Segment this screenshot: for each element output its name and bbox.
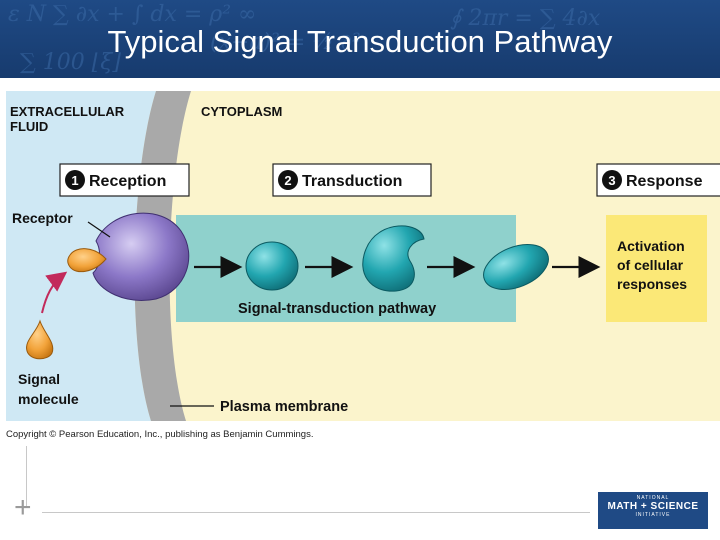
response-label: Activation of cellular responses [617,238,689,292]
logo-line-2: MATH + SCIENCE [607,501,699,512]
step-response: 3 Response [596,163,720,197]
step-label: Transduction [302,173,402,190]
receptor-protein [92,212,190,301]
receptor-label: Receptor [12,210,73,226]
logo-line-1: NATIONAL [636,495,670,501]
formula-decoration: ε N ∑ ∂x + ∫ dx = ρ² ∞ [8,2,257,27]
cytoplasm-label: CYTOPLASM [201,104,282,119]
signal-molecule [26,319,54,360]
extracellular-label: EXTRACELLULAR FLUID [10,104,128,134]
step-label: Response [626,173,703,190]
step-number: 2 [284,173,291,188]
step-number: 3 [608,173,615,188]
step-number: 1 [71,173,78,188]
formula-decoration: ∮ 2πr = ∑ 4∂x [450,6,601,31]
logo-line-3: INITIATIVE [635,512,671,518]
step-transduction: 2 Transduction [272,163,432,197]
membrane-label: Plasma membrane [220,399,348,415]
decor-horizontal-line [42,512,590,513]
response-line-3: responses [617,276,687,292]
signal-line-2: molecule [18,391,79,407]
pathway-label: Signal-transduction pathway [238,301,436,317]
step-label: Reception [89,173,166,190]
bound-signal-molecule [67,248,107,273]
extracellular-line-2: FLUID [10,119,48,134]
signal-line-1: Signal [18,371,60,387]
plus-icon: + [14,491,32,524]
receptor-pointer [87,221,111,238]
signal-label: Signal molecule [18,371,79,407]
relay-molecule-1 [245,241,299,291]
extracellular-line-1: EXTRACELLULAR [10,104,125,119]
copyright-notice: Copyright © Pearson Education, Inc., pub… [6,429,314,440]
slide-title: Typical Signal Transduction Pathway [107,24,613,59]
response-line-1: Activation [617,238,685,254]
relay-molecule-2 [362,225,425,292]
step-reception: 1 Reception [59,163,190,197]
formula-decoration: ∑ 100 ⌊ξ⌋ [20,50,121,75]
response-line-2: of cellular [617,257,684,273]
binding-arrow [41,271,68,314]
slide-header: ε N ∑ ∂x + ∫ dx = ρ² ∞ (x−a)² = ½ ∂² ∮ 2… [0,0,720,78]
response-box [606,215,707,322]
relay-molecule-3 [483,244,549,290]
nmsi-logo: NATIONAL MATH + SCIENCE INITIATIVE [598,492,708,529]
formula-decoration: (x−a)² = ½ ∂² [210,30,361,55]
signal-transduction-diagram: EXTRACELLULAR FLUID CYTOPLASM 1 Receptio… [6,91,720,421]
decor-vertical-line [26,446,27,506]
